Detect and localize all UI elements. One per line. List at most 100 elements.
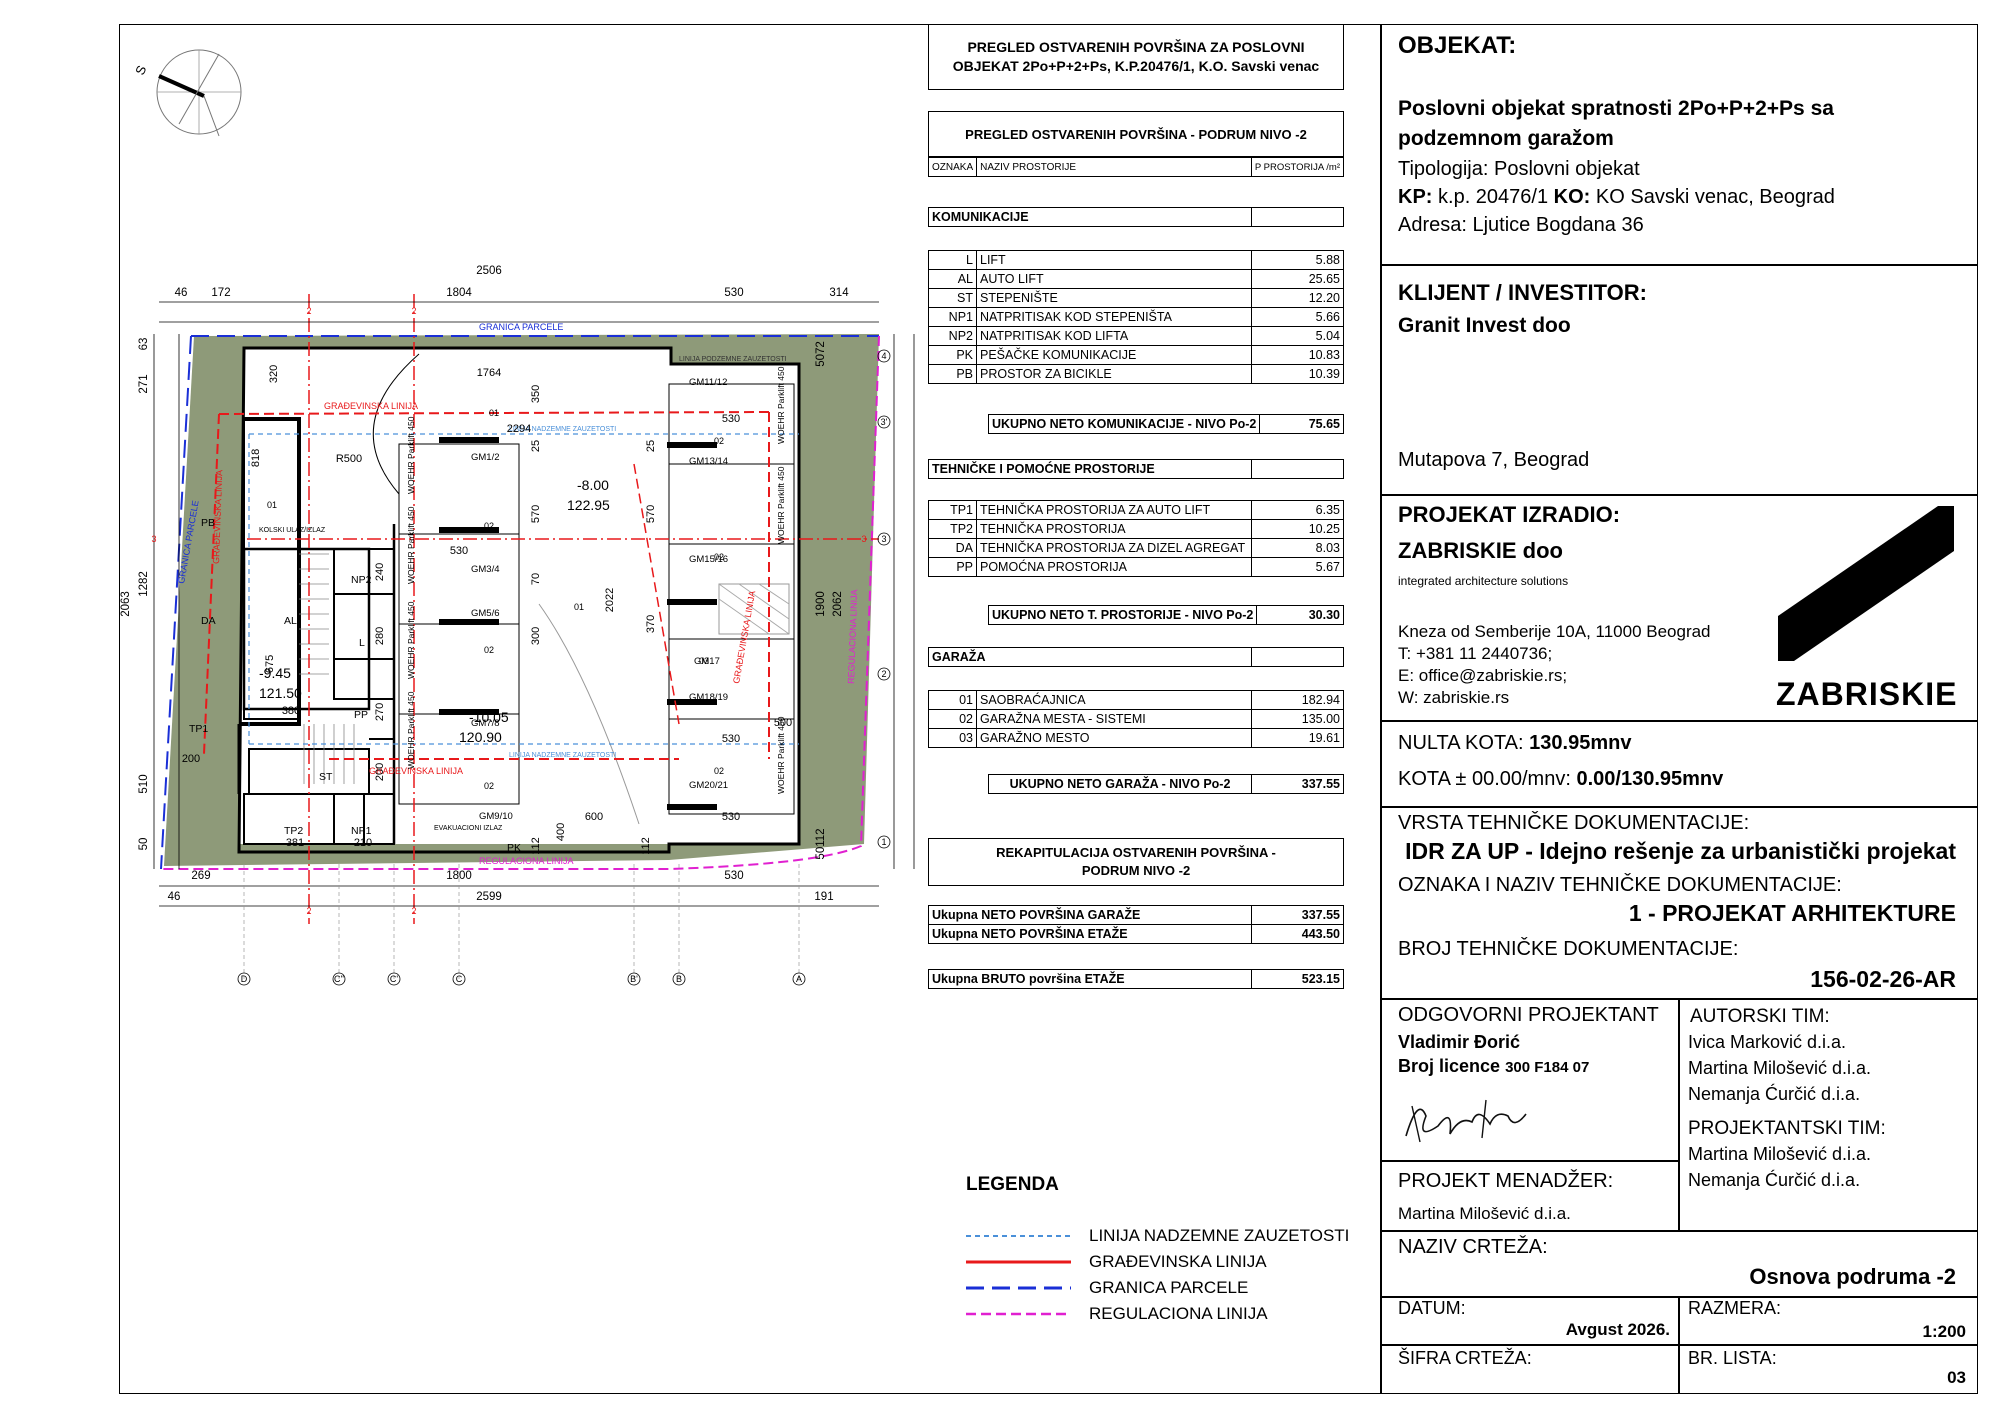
inner-dim: 210 (354, 837, 372, 849)
menadzer-label: PROJEKT MENADŽER: (1398, 1170, 1614, 1192)
label-gradjevinska-linija: GRAĐEVINSKA LINIJA (324, 401, 418, 411)
inner-dim: 112 (530, 837, 542, 855)
dim-top: 1804 (446, 287, 472, 299)
parking-space-label: GM20/21 (689, 780, 728, 791)
group-komunikacije: KOMUNIKACIJE (928, 207, 1344, 227)
inner-dim: 370 (645, 615, 657, 633)
room-label: PP (354, 709, 368, 721)
tip-value: Poslovni objekat (1493, 158, 1640, 180)
room-code: 02 (714, 552, 724, 562)
axis-label: C'' (334, 974, 344, 984)
projektantski-label: PROJEKTANTSKI TIM: (1688, 1118, 1886, 1139)
level-area: 121.50 (259, 685, 302, 701)
lift-label: WOEHR Parklift 450 (406, 416, 416, 494)
group-name: KOMUNIKACIJE (928, 207, 1252, 227)
zabriskie-logo-icon (1778, 506, 1954, 661)
inner-dim: 112 (640, 837, 652, 855)
inner-dim: 530 (722, 413, 740, 425)
adresa: Adresa: Ljutice Bogdana 36 (1398, 214, 1644, 236)
odgovorni-name: Vladimir Đorić (1398, 1032, 1521, 1052)
level-title: PREGLED OSTVARENIH POVRŠINA - PODRUM NIV… (928, 111, 1344, 157)
label-regulaciona-linija: REGULACIONA LINIJA (479, 856, 574, 866)
vrsta-label: VRSTA TEHNIČKE DOKUMENTACIJE: (1398, 812, 1750, 834)
dim-bottom: 269 (191, 870, 210, 882)
licenca-label: Broj licence (1398, 1056, 1501, 1076)
room-code: 02 (714, 436, 724, 446)
crtez-value: Osnova podruma -2 (1749, 1264, 1956, 1289)
objekat-name: Poslovni objekat spratnosti 2Po+P+2+Ps s… (1398, 97, 1834, 150)
inner-dim: 200 (374, 763, 386, 781)
parking-space-label: GM7/8 (471, 718, 500, 729)
inner-dim: 380 (282, 705, 300, 717)
projektantski-1: Martina Milošević d.i.a. (1688, 1144, 1872, 1164)
dim-top: 314 (829, 287, 849, 299)
oznaka-value: 1 - PROJEKAT ARHITEKTURE (1628, 900, 1956, 926)
legend-item: REGULACIONA LINIJA (1089, 1304, 1268, 1323)
section-marker: 2 (306, 306, 311, 316)
legend-item: GRAĐEVINSKA LINIJA (1089, 1252, 1267, 1271)
parking-space-label: GM9/10 (479, 811, 513, 822)
axis-label: 1 (881, 837, 886, 847)
section-marker: 2 (306, 906, 311, 916)
inner-dim: 530 (450, 545, 468, 557)
razmera-label: RAZMERA: (1688, 1298, 1782, 1318)
axis-label: B (676, 974, 682, 984)
inner-dim: 530 (722, 733, 740, 745)
broj-value: 156-02-26-AR (1810, 966, 1956, 992)
list-label: BR. LISTA: (1688, 1348, 1777, 1368)
section-marker: 2 (411, 306, 416, 316)
inner-dim: 2294 (507, 423, 531, 435)
inner-dim: 320 (268, 365, 280, 383)
axis-label: 3 (881, 534, 886, 544)
inner-dim: 240 (374, 563, 386, 581)
north-arrow-icon: S (132, 49, 242, 137)
dim-right: 5072 (815, 341, 827, 367)
lift-label: WOEHR Parklift 450 (406, 601, 416, 679)
room-code: 02 (714, 766, 724, 776)
dim-left: 1282 (138, 571, 150, 597)
axis-label: C' (390, 974, 398, 984)
dim-bottom: 1800 (446, 870, 472, 882)
inner-dim: 530 (722, 811, 740, 823)
recap-title: REKAPITULACIJA OSTVARENIH POVRŠINA - POD… (928, 838, 1344, 886)
broj-label: BROJ TEHNIČKE DOKUMENTACIJE: (1398, 938, 1739, 960)
dim-right: 50112 (815, 828, 827, 859)
firma-name: ZABRISKIE doo (1398, 538, 1563, 563)
label-granica-parcele: GRANICA PARCELE (479, 322, 563, 332)
dim-bottom: 191 (814, 891, 833, 903)
room-code: 01 (267, 500, 277, 510)
inner-dim: 1764 (477, 367, 501, 379)
firma-sub: integrated architecture solutions (1398, 574, 1569, 588)
parking-space-label: GM17 (694, 656, 720, 667)
axis-label: 3' (881, 417, 888, 427)
dim-top: 172 (211, 287, 230, 299)
autorski-3: Nemanja Ćurčić d.i.a. (1688, 1084, 1861, 1104)
parking-space-label: GM15/16 (689, 554, 728, 565)
klijent-heading: KLIJENT / INVESTITOR: (1398, 280, 1647, 305)
projektantski-2: Nemanja Ćurčić d.i.a. (1688, 1170, 1861, 1190)
kp-value: k.p. 20476/1 (1438, 186, 1549, 208)
axis-label: C (456, 974, 463, 984)
dim-bottom: 46 (168, 891, 181, 903)
label-linija-nadzemne: LINIJA NADZEMNE ZAUZETOSTI (509, 426, 616, 433)
group-tehnicke: TEHNIČKE I POMOĆNE PROSTORIJE (928, 459, 1344, 479)
inner-dim: 400 (555, 823, 567, 841)
datum-value: Avgust 2026. (1565, 1320, 1670, 1339)
summary-title: PREGLED OSTVARENIH POVRŠINA ZA POSLOVNI … (928, 24, 1344, 90)
nulta-label: NULTA KOTA: (1398, 732, 1524, 754)
ko-label: KO: (1553, 186, 1591, 208)
firma-adresa: Kneza od Semberije 10A, 11000 Beograd (1398, 622, 1711, 641)
sifra-label: ŠIFRA CRTEŽA: (1398, 1348, 1532, 1368)
dim-total-top: 2506 (476, 265, 502, 277)
